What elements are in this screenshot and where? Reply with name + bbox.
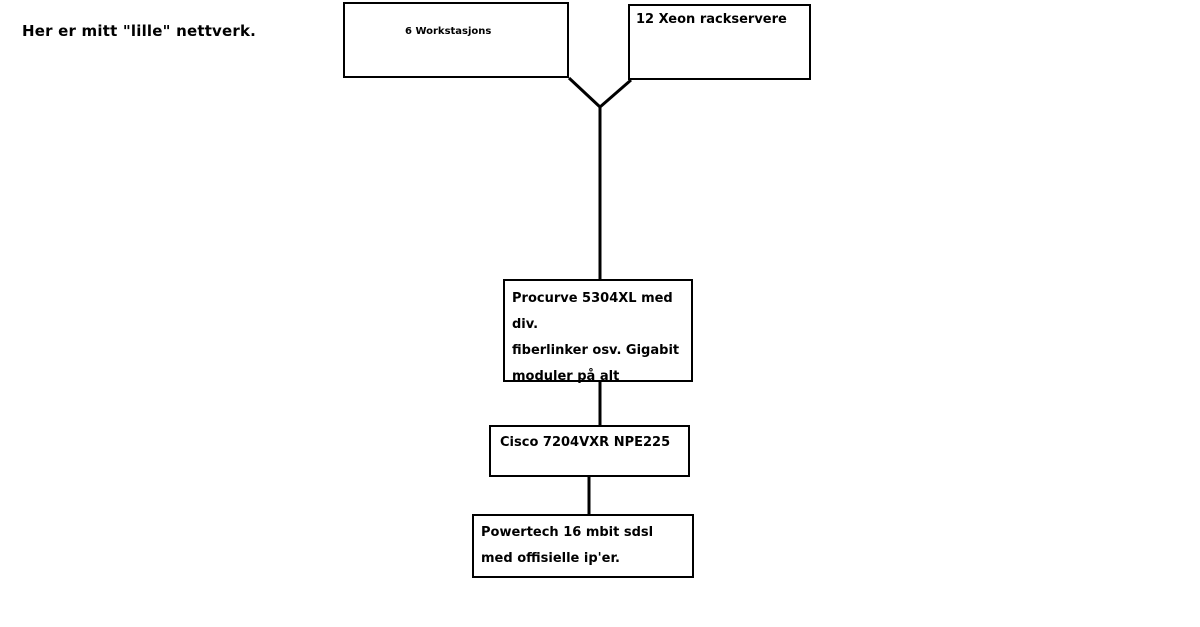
switch-label: Procurve 5304XL med div. fiberlinker osv…	[512, 286, 690, 390]
switch-label-line: Procurve 5304XL med div.	[512, 291, 673, 332]
uplink-label-line: med offisielle ip'er.	[481, 551, 620, 566]
router-box: Cisco 7204VXR NPE225	[489, 425, 690, 477]
servers-box: 12 Xeon rackservere	[628, 4, 811, 80]
diagram-title: Her er mitt "lille" nettverk.	[22, 22, 257, 40]
link-servers-to-junction	[599, 78, 632, 109]
router-label: Cisco 7204VXR NPE225	[500, 435, 671, 450]
link-workstations-to-junction	[567, 76, 602, 109]
uplink-label: Powertech 16 mbit sdsl med offisielle ip…	[481, 520, 691, 572]
uplink-label-line: Powertech 16 mbit sdsl	[481, 525, 654, 540]
workstations-label: 6 Workstasjons	[405, 26, 492, 37]
workstations-box: 6 Workstasjons	[343, 2, 569, 78]
switch-label-line: moduler på alt	[512, 369, 620, 384]
switch-box: Procurve 5304XL med div. fiberlinker osv…	[503, 279, 693, 384]
switch-label-line: fiberlinker osv. Gigabit	[512, 343, 680, 358]
uplink-box: Powertech 16 mbit sdsl med offisielle ip…	[472, 514, 694, 578]
servers-label: 12 Xeon rackservere	[636, 12, 787, 27]
